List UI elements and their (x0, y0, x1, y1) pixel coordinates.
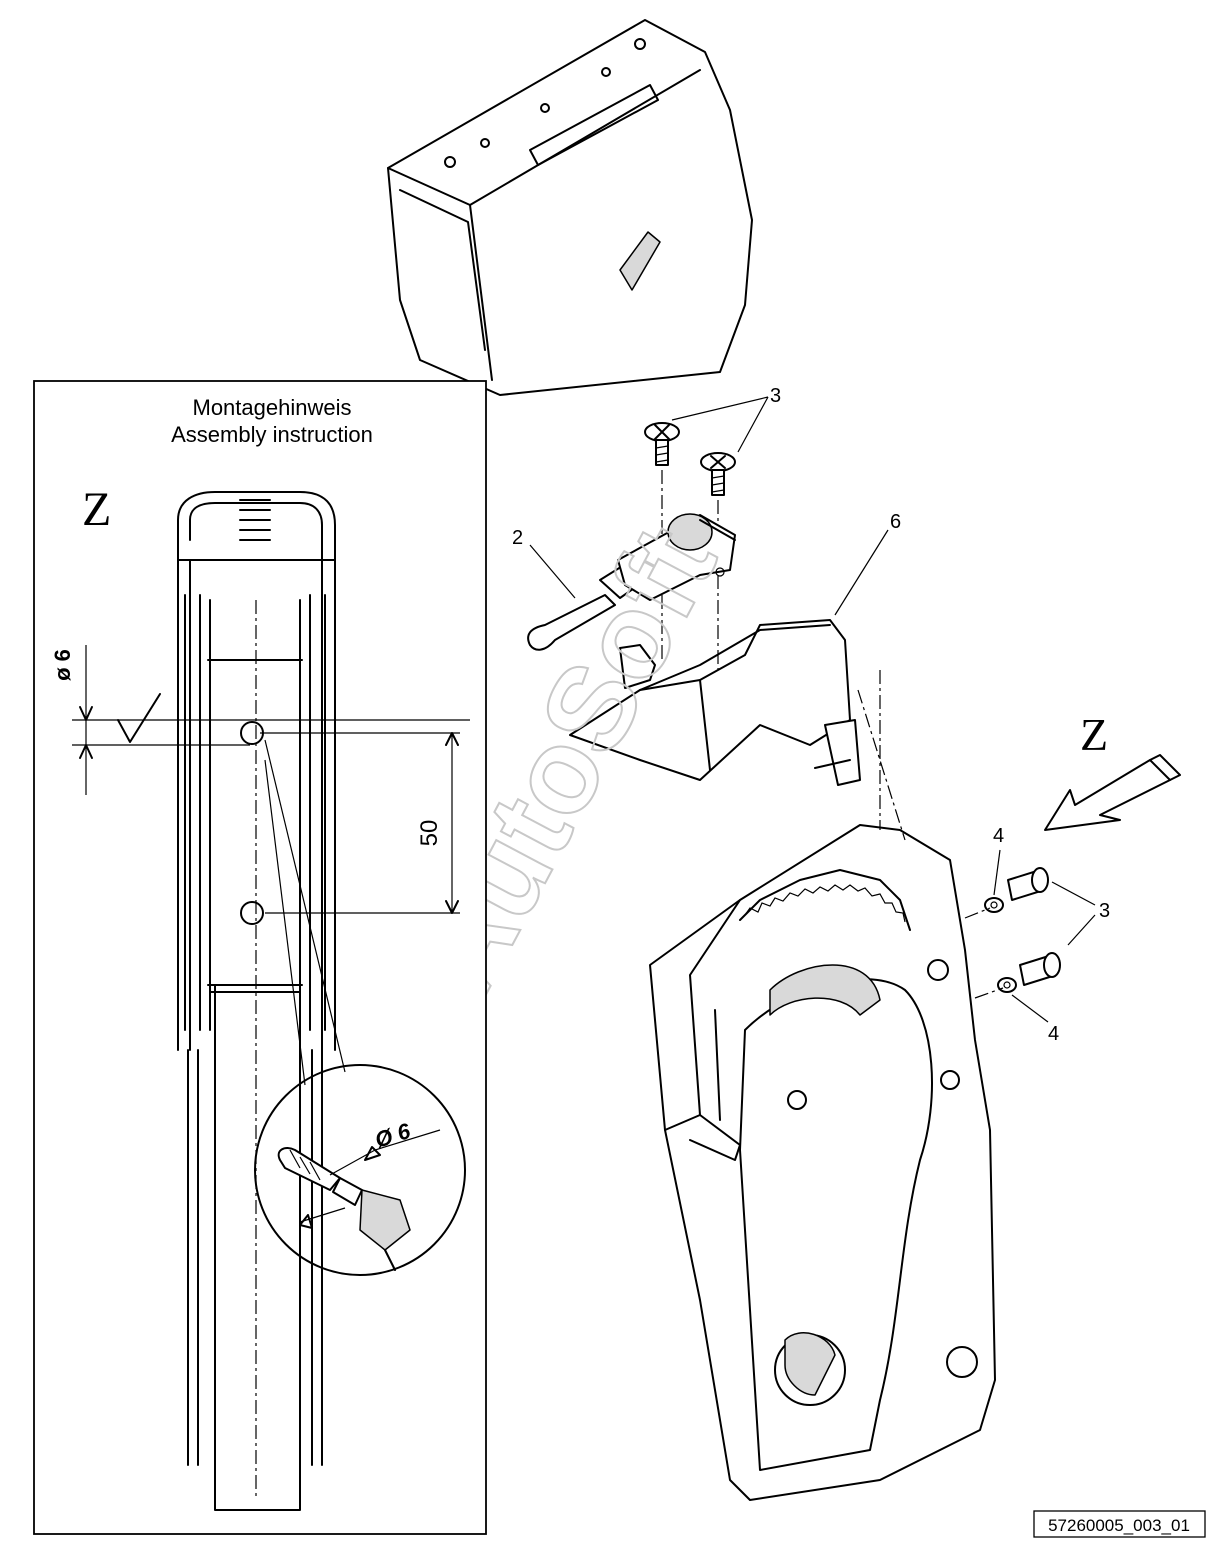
inset-title-en: Assembly instruction (171, 422, 373, 447)
drawing-number: 57260005_003_01 (1048, 1516, 1190, 1535)
callout-4-upper: 4 (993, 825, 1004, 847)
callout-4b-leader (1011, 994, 1049, 1023)
callout-2-leader (529, 544, 576, 599)
dim-hole-spacing: 50 (416, 820, 443, 847)
main-hinge-housing (649, 670, 996, 1501)
callout-4a-leader (993, 849, 1001, 896)
callout-6: 6 (890, 511, 901, 533)
callout-3a-leader (671, 396, 769, 453)
screw-top-right (700, 452, 736, 496)
bracket-part-6 (569, 619, 861, 786)
sensor-switch-part-2 (527, 513, 736, 651)
top-cover-housing (387, 19, 753, 396)
inset-view-z-label: Z (82, 483, 111, 536)
screw-top-left (644, 422, 680, 466)
dim-hole-diameter: ø 6 (50, 649, 75, 681)
callout-2: 2 (512, 527, 523, 549)
callout-6-leader (834, 529, 889, 616)
drawing-number-box (1033, 1510, 1206, 1538)
assembly-instruction-inset (33, 380, 487, 1535)
view-arrow-z-label: Z (1080, 709, 1108, 760)
callout-3b-leader (1051, 881, 1096, 946)
side-screw-lower (997, 952, 1061, 993)
callout-4-lower: 4 (1048, 1023, 1059, 1045)
callout-3-top: 3 (770, 385, 781, 407)
view-direction-arrow (1044, 754, 1181, 831)
callout-3-side: 3 (1099, 900, 1110, 922)
inset-title-de: Montagehinweis (193, 395, 352, 420)
